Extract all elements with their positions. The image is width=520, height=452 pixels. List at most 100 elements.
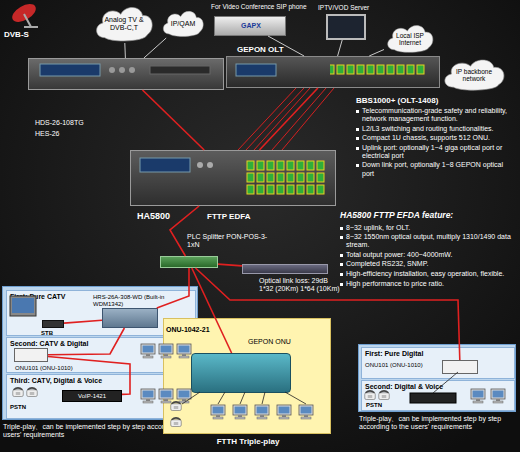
- optical-receiver: HRS-26A-308-WD (Built-in WDM1342): [102, 308, 158, 328]
- node-text: PLC Splitter PON-POS-3-1xN: [187, 233, 277, 249]
- node-text: GAPX: [215, 22, 287, 30]
- onu-device: ONU101 (ONU-1010): [14, 348, 48, 362]
- node-text: Second: CATV & Digital: [10, 340, 140, 348]
- node-text: Local ISP Internet: [392, 32, 428, 47]
- user-panel: Triple-play、can be implemented step by s…: [358, 344, 516, 412]
- bullet-dot: [340, 227, 343, 230]
- feature-item: Down link port, optionally 1~8 GEPON opt…: [362, 161, 514, 177]
- text-label: PSTN: [10, 404, 26, 411]
- node-text: VoIP-1421: [78, 393, 106, 400]
- node-text: FTTH Triple-play: [164, 437, 332, 446]
- label-text: DVB-S: [4, 30, 29, 39]
- fiber-link: [170, 206, 199, 256]
- label-text: 8~32 uplink, for OLT.: [346, 224, 410, 231]
- node-text: HES-26: [35, 130, 165, 138]
- olt-chassis: GEPON OLT: [226, 56, 440, 88]
- node-text: ONU101 (ONU-1010): [365, 362, 439, 369]
- bullet-dot: [356, 110, 359, 113]
- node-text: HDS-26-108TG: [35, 119, 165, 127]
- label-text: High-efficiency installation, easy opera…: [346, 270, 504, 277]
- feature-item: L2/L3 switching and routing functionalit…: [362, 125, 514, 133]
- node-text: HA5800: [137, 211, 207, 221]
- fiber-bundle: [238, 88, 334, 150]
- fiber-link: [259, 88, 318, 150]
- text-label: PSTN: [366, 402, 382, 409]
- node-text: Second: Digital & Voice: [365, 383, 495, 391]
- feature-list: HA5800 FTTP EFDA feature:8~32 uplink, fo…: [346, 211, 514, 289]
- feature-item: 8~32 uplink, for OLT.: [346, 224, 514, 232]
- label-text: High performance to price ratio.: [346, 280, 444, 287]
- feature-item: Compact 1U chassis, supports 512 ONU.: [362, 134, 514, 142]
- node-text: FTTP EDFA: [207, 212, 287, 221]
- set-top-box: STB: [42, 320, 64, 328]
- ftth-panel: FTTH Triple-playONU-1042-21GEPON ONU: [163, 318, 331, 434]
- label-text: Down link port, optionally 1~8 GEPON opt…: [362, 161, 503, 176]
- node-text: Optical link loss: 29dB 1*32 (20Km) 1*64…: [259, 277, 341, 293]
- scenario-panel: First: Pure DigitalONU101 (ONU-1010): [361, 347, 515, 379]
- gepon-onu: ONU-1042-21GEPON ONU: [191, 353, 291, 393]
- bullet-dot: [340, 263, 343, 266]
- label-text: BBS1000+ (OLT-1408): [356, 96, 438, 105]
- cloud-outline: [163, 11, 203, 36]
- headend-chassis: HDS-26-108TGHES-26: [28, 58, 224, 90]
- bullet-dot: [356, 137, 359, 140]
- fiber-link: [218, 264, 242, 266]
- sip-phone-device: For Video Conference SIP phoneGAPX: [214, 16, 286, 36]
- label-text: Total output power: 400~4000mW.: [346, 251, 452, 258]
- label-text: 8~32 1550nm optical output, multiply 131…: [346, 233, 511, 248]
- voip-gateway: VoIP-1421: [62, 390, 122, 402]
- label-text: Uplink port: optionally 1~4 giga optical…: [362, 144, 502, 159]
- network-cloud: Analog TV & DVB-C,T: [92, 3, 156, 43]
- feature-item: 8~32 1550nm optical output, multiply 131…: [346, 233, 514, 249]
- bullet-dot: [340, 273, 343, 276]
- node-text: STB: [41, 330, 71, 337]
- node-text: For Video Conference SIP phone: [211, 3, 321, 10]
- cloud-outline: [445, 60, 504, 90]
- plc-splitter: PLC Splitter PON-POS-3-1xN: [160, 256, 218, 268]
- node-text: First: Pure Digital: [365, 350, 495, 358]
- label-text: Compact 1U chassis, supports 512 ONU.: [362, 134, 490, 141]
- feature-heading: HA5800 FTTP EFDA feature:: [340, 211, 514, 221]
- feature-item: High performance to price ratio.: [346, 280, 514, 288]
- label-text: L2/L3 switching and routing functionalit…: [362, 125, 494, 132]
- bullet-dot: [356, 128, 359, 131]
- node-text: HRS-26A-308-WD (Built-in WDM1342): [93, 294, 193, 308]
- text-label: DVB-S: [4, 30, 29, 39]
- node-text: Third: CATV, Digital & Voice: [10, 377, 140, 385]
- bullet-dot: [356, 164, 359, 167]
- label-text: HA5800 FTTP EFDA feature:: [340, 210, 453, 220]
- label-text: Telecommunication-grade safety and relia…: [362, 107, 507, 122]
- fiber-link: [143, 90, 205, 150]
- scenario-panel: Second: Digital & Voice: [361, 380, 515, 411]
- network-cloud: IP backbone network: [440, 56, 508, 92]
- node-text: Triple-play、can be implemented step by s…: [359, 415, 517, 431]
- feature-heading: BBS1000+ (OLT-1408): [356, 96, 514, 105]
- cloud-outline: [388, 26, 433, 53]
- node-text: Analog TV & DVB-C,T: [100, 16, 148, 32]
- cloud-shape: [92, 3, 156, 43]
- feature-item: Uplink port: optionally 1~4 giga optical…: [362, 144, 514, 160]
- network-link: [124, 43, 126, 58]
- node-text: IPTV/VOD Server: [318, 4, 388, 11]
- feature-list: BBS1000+ (OLT-1408)Telecommunication-gra…: [362, 96, 514, 179]
- node-text: ONU101 (ONU-1010): [15, 365, 105, 372]
- feature-item: High-efficiency installation, easy opera…: [346, 270, 514, 278]
- feature-item: Completed RS232, SNMP.: [346, 260, 514, 268]
- node-text: IP backbone network: [448, 68, 500, 83]
- bullet-dot: [340, 283, 343, 286]
- label-text: PSTN: [10, 404, 26, 410]
- bullet-dot: [340, 236, 343, 239]
- edfa-chassis: HA5800FTTP EDFA: [130, 150, 336, 206]
- network-cloud: IP/QAM: [160, 8, 206, 38]
- feature-item: Telecommunication-grade safety and relia…: [362, 107, 514, 123]
- node-text: GEPON OLT: [237, 45, 327, 54]
- label-text: PSTN: [366, 402, 382, 408]
- cloud-outline: [97, 7, 153, 40]
- network-link: [144, 38, 166, 58]
- onu-device: ONU101 (ONU-1010): [442, 360, 478, 374]
- node-text: ONU-1042-21: [166, 326, 246, 334]
- node-text: GEPON ONU: [248, 338, 308, 346]
- node-text: IP/QAM: [171, 20, 196, 28]
